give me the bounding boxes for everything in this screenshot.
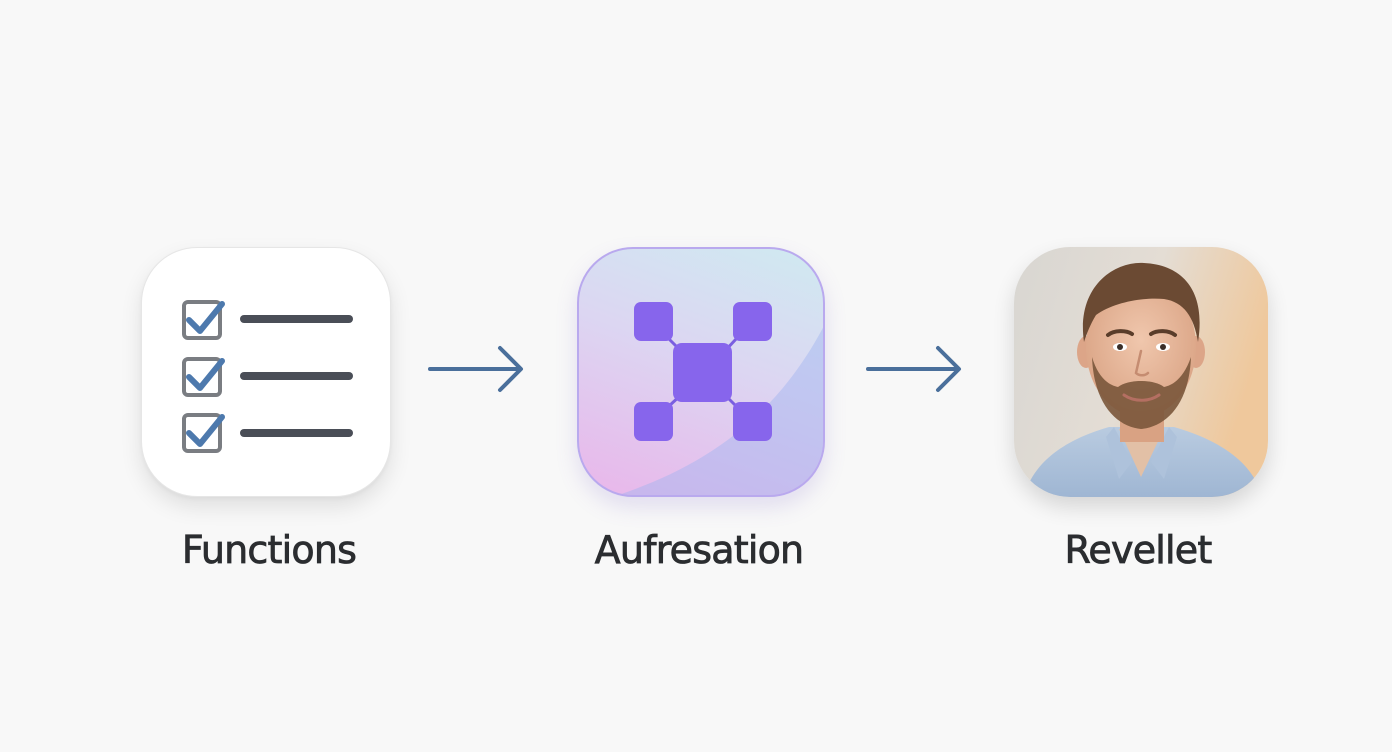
checklist-icon [182,300,353,453]
step-label-revellet: Revellet [1064,528,1213,573]
checklist-row-3 [182,413,353,453]
revellet-tile [1014,247,1268,497]
checklist-row-1 [182,300,353,340]
step-label-aufresation: Aufresation [594,528,804,573]
arrow-right-icon [866,346,961,392]
portrait-photo [1014,247,1268,497]
tile-sheen [618,327,823,495]
step-label-functions: Functions [181,528,357,573]
functions-tile [141,247,391,497]
network-nodes-icon [634,302,772,441]
aufresation-tile [577,247,825,497]
checklist-row-2 [182,357,353,397]
arrow-right-icon [428,346,523,392]
